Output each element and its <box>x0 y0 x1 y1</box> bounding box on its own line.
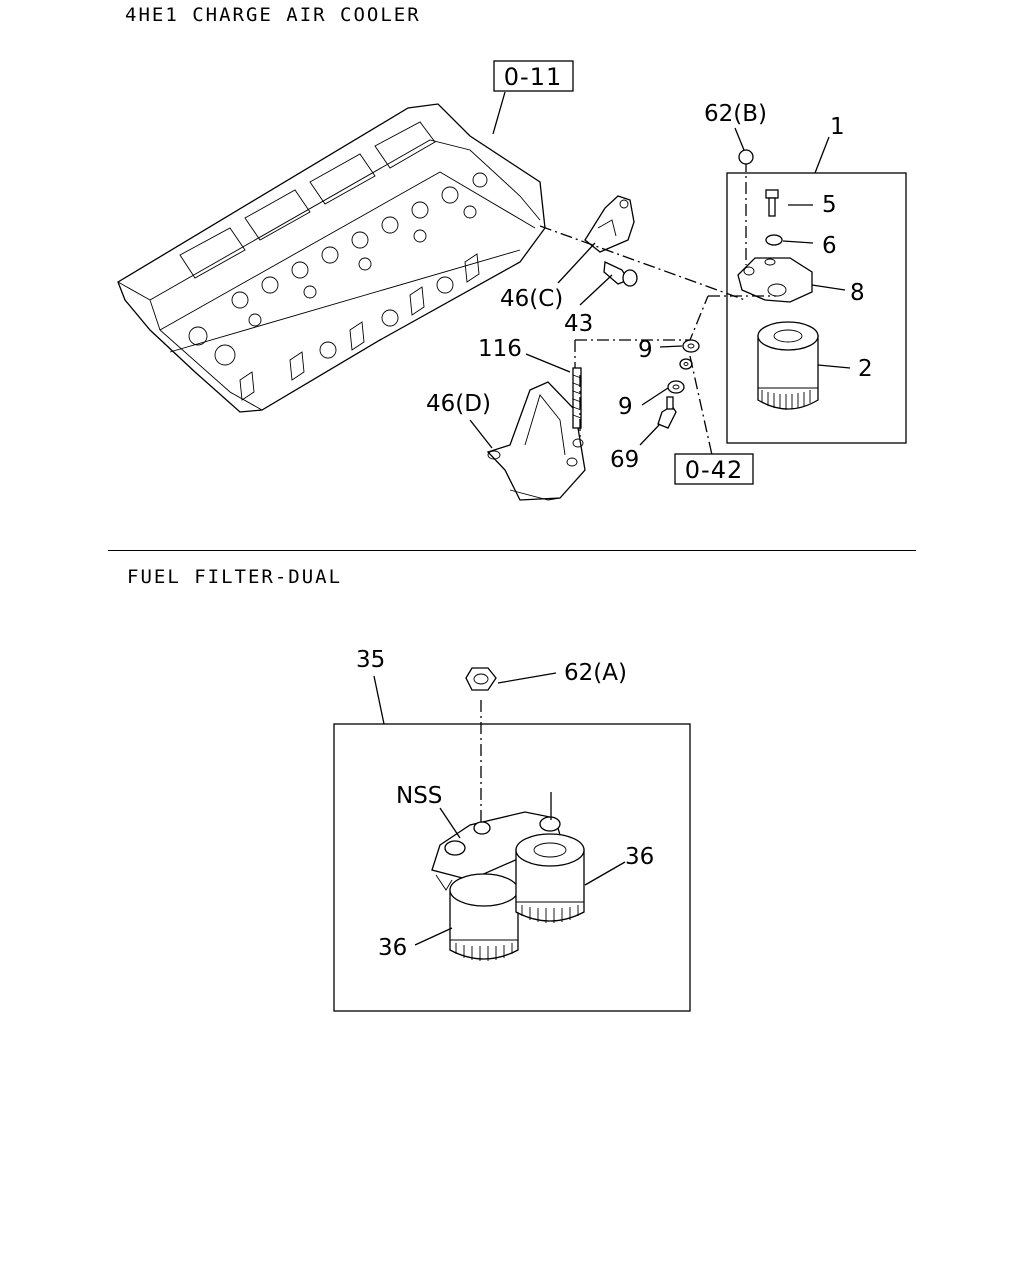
assembly-box-1 <box>726 172 907 444</box>
bolt-43-drawing <box>603 261 638 287</box>
section-title-charge-air-cooler: 4HE1 CHARGE AIR COOLER <box>125 4 421 26</box>
callout-43: 43 <box>564 311 593 337</box>
ref-box-0-11[interactable]: 0-11 <box>493 60 574 92</box>
callout-9-upper: 9 <box>638 337 653 363</box>
callout-8: 8 <box>850 280 865 306</box>
callout-116: 116 <box>478 336 522 362</box>
callout-9-lower: 9 <box>618 394 633 420</box>
top-leader-lines <box>469 91 851 456</box>
callout-69: 69 <box>610 447 639 473</box>
washer-6-drawing <box>765 234 783 246</box>
callout-6: 6 <box>822 233 837 259</box>
bottom-leader-lines <box>373 672 626 946</box>
filter-head-8-drawing <box>737 257 813 303</box>
callout-46c: 46(C) <box>500 286 563 312</box>
callout-36-left: 36 <box>378 935 407 961</box>
callout-35: 35 <box>356 647 385 673</box>
callout-5: 5 <box>822 192 837 218</box>
callout-1: 1 <box>830 114 845 140</box>
callout-62b: 62(B) <box>704 101 767 127</box>
assembly-box-35 <box>333 723 691 1012</box>
bolt-5-drawing <box>765 189 779 217</box>
callout-36-right: 36 <box>625 844 654 870</box>
cylinder-head-drawing <box>117 103 546 413</box>
bracket-46d-drawing <box>486 381 586 501</box>
fuel-filter-36-left-drawing <box>449 873 519 961</box>
bracket-46c-drawing <box>584 195 635 253</box>
section-divider <box>108 550 916 551</box>
nut-62a-drawing <box>465 667 497 691</box>
nut-62b-drawing <box>738 149 754 165</box>
ref-label-0-42: 0-42 <box>685 456 743 484</box>
washers-and-bolt-69-drawing <box>657 339 700 429</box>
dual-filter-head-drawing <box>431 792 561 891</box>
callout-62a: 62(A) <box>564 660 627 686</box>
ref-label-0-11: 0-11 <box>504 63 562 91</box>
callout-46d: 46(D) <box>426 391 491 417</box>
callout-nss: NSS <box>396 783 442 809</box>
callout-2: 2 <box>858 356 873 382</box>
ref-box-0-42[interactable]: 0-42 <box>674 453 754 485</box>
section-title-fuel-filter-dual: FUEL FILTER-DUAL <box>127 566 343 588</box>
fuel-filter-36-right-drawing <box>515 833 585 923</box>
oil-filter-2-drawing <box>757 321 819 410</box>
